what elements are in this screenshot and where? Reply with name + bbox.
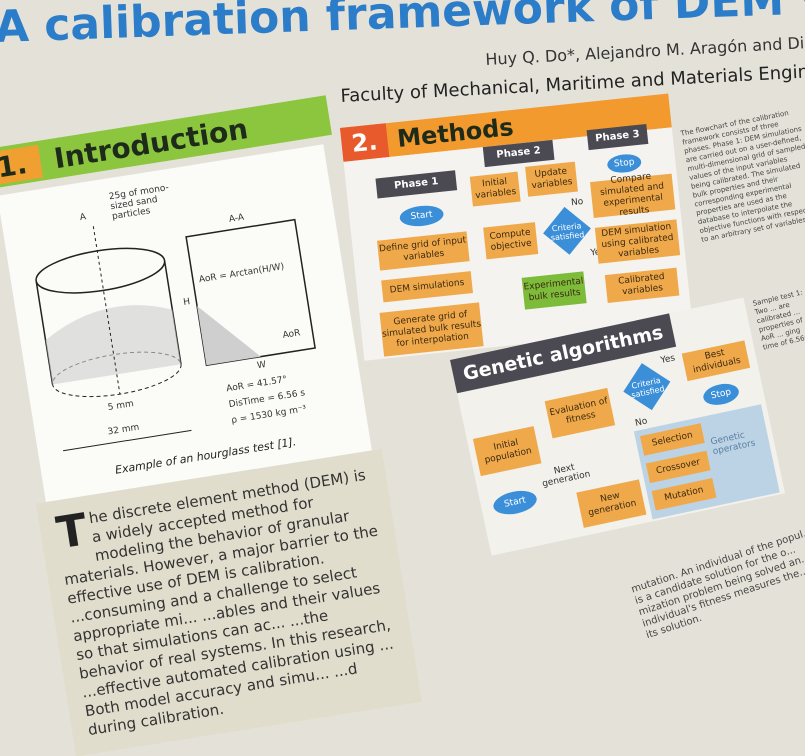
dem-calibrated: DEM simulation using calibrated variable… (594, 219, 681, 264)
methods-description: The flowchart of the calibration framewo… (680, 109, 805, 244)
ga-yes: Yes (659, 353, 677, 367)
update-variables: Update variables (525, 161, 578, 197)
sample-test-text: Sample test 1: Two ... are calibrated ..… (752, 288, 805, 352)
phase-1-label: Phase 1 (375, 170, 458, 199)
calibrated-variables: Calibrated variables (604, 267, 680, 303)
generate-grid-step: Generate grid of simulated bulk results … (379, 302, 484, 357)
height-label: H (182, 297, 191, 308)
ga-start: Start (491, 487, 539, 518)
evaluation-of-fitness: Evaluation of fitness (544, 387, 616, 439)
hourglass-figure: A A-A 25g of mono-sized sand particles A… (0, 144, 372, 503)
stop-node: Stop (606, 152, 643, 175)
section-marker: A (79, 212, 87, 224)
define-grid-step: Define grid of input variables (376, 231, 470, 271)
initial-population: Initial population (472, 426, 542, 477)
new-generation: New generation (576, 479, 647, 528)
next-generation-label: Next generation (541, 462, 592, 490)
ga-no: No (634, 416, 649, 429)
hourglass-diagram (35, 218, 316, 452)
no-label: No (570, 196, 584, 209)
experimental-results: Experimental bulk results (521, 271, 587, 310)
width-label: W (256, 359, 267, 372)
start-node: Start (398, 203, 445, 229)
best-individuals: Best individuals (681, 340, 751, 382)
initial-variables: Initial variables (469, 171, 521, 207)
drop-cap: T (53, 504, 91, 560)
methods-section: 2. Methods Phase 1 Phase 2 Phase 3 Start… (340, 93, 693, 361)
criteria-label: Criteria satisfied (550, 221, 585, 243)
dem-simulations-step: DEM simulations (381, 271, 473, 303)
section-number: 1. (0, 144, 44, 187)
introduction-section: 1. Introduction A A-A 25g of mono-sized … (0, 95, 422, 756)
ga-stop: Stop (701, 380, 741, 408)
compute-objective: Compute objective (483, 222, 539, 260)
section-number: 2. (340, 123, 390, 162)
intro-text: he discrete element method (DEM) is a wi… (62, 465, 395, 740)
compare-results: Compare simulated and experimental resul… (590, 172, 676, 218)
intro-paragraph: T he discrete element method (DEM) is a … (36, 448, 422, 756)
